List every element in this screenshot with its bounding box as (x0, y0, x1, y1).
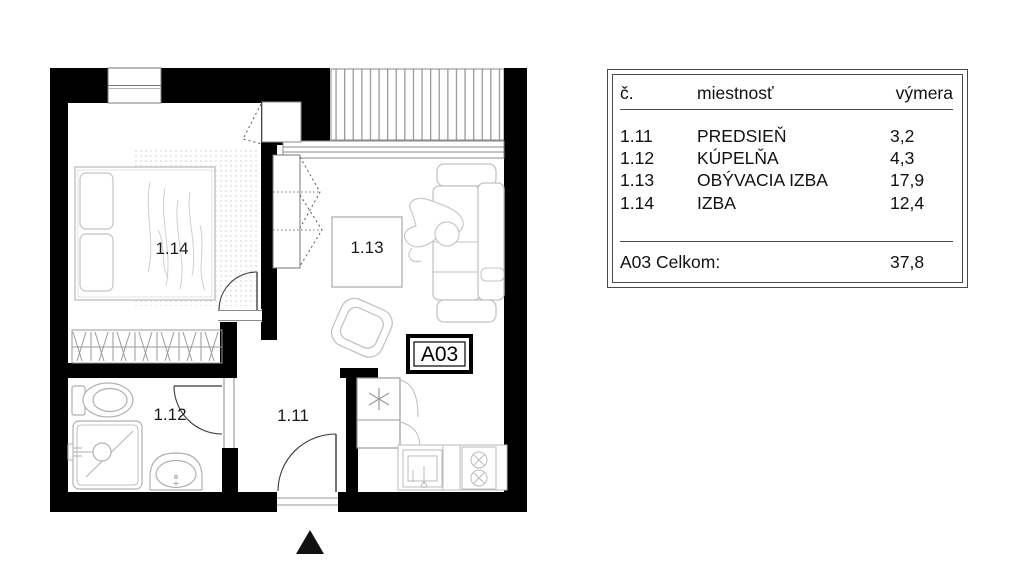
legend-row: 1.14 IZBA 12,4 (620, 192, 953, 214)
room-label-bedroom: 1.14 (155, 239, 188, 258)
bed (74, 166, 216, 301)
legend-table: č. miestnosť výmera 1.11 PREDSIEŇ 3,2 1.… (607, 69, 968, 288)
kitchen-counter (397, 444, 508, 491)
toilet (71, 382, 134, 418)
room-area: 3,2 (890, 126, 915, 146)
coffee-table (331, 216, 403, 288)
bedroom-door (218, 271, 262, 322)
bath-sink (149, 452, 203, 491)
entrance-door (277, 433, 338, 513)
legend-row: 1.11 PREDSIEŇ 3,2 (620, 125, 953, 147)
living-wardrobe (272, 154, 323, 269)
room-label-hall: 1.11 (277, 406, 309, 425)
bedroom-window (107, 67, 162, 104)
pillow (79, 172, 114, 230)
legend-header-area: výmera (895, 83, 953, 103)
room-name: OBÝVACIA IZBA (697, 170, 828, 191)
pillow (79, 233, 114, 292)
wall-hall-kitchen (346, 378, 358, 492)
legend-row: 1.12 KÚPELŇA 4,3 (620, 147, 953, 169)
wall-right (504, 68, 527, 512)
legend-header-no: č. (620, 83, 634, 103)
armchair (330, 297, 393, 358)
room-no: 1.14 (620, 192, 655, 213)
person-figure (404, 197, 464, 263)
kitchen-sink (402, 449, 443, 488)
room-area: 12,4 (890, 192, 925, 213)
legend-header-room: miestnosť (697, 83, 774, 103)
room-no: 1.13 (620, 170, 655, 191)
wall-bath-right-lower (222, 448, 238, 492)
total-label: A03 Celkom: (620, 252, 721, 272)
legend-table-inner: č. miestnosť výmera 1.11 PREDSIEŇ 3,2 1.… (612, 74, 963, 283)
unit-label-box: A03 (406, 334, 473, 374)
legend-total-row: A03 Celkom: 37,8 (620, 241, 953, 273)
wall-kitchen-cap (340, 368, 378, 378)
bedroom-top-door (242, 101, 302, 145)
room-label-living: 1.13 (350, 238, 383, 257)
unit-label: A03 (421, 343, 458, 366)
room-name: PREDSIEŇ (697, 126, 787, 146)
duvet-folds (147, 181, 206, 291)
wall-left (50, 68, 68, 512)
room-no: 1.11 (620, 126, 653, 146)
legend-rows: 1.11 PREDSIEŇ 3,2 1.12 KÚPELŇA 4,3 1.13 … (620, 125, 953, 214)
room-name: IZBA (697, 192, 736, 213)
room-name: KÚPELŇA (697, 148, 779, 169)
bathroom-door (173, 378, 236, 448)
wall-hall-step (220, 322, 237, 378)
room-area: 17,9 (890, 170, 925, 191)
total-value: 37,8 (890, 252, 925, 272)
entrance-arrow-icon (296, 530, 324, 554)
asterisk-icon (368, 388, 390, 410)
balcony-sliding-door (282, 140, 505, 159)
room-label-bath: 1.12 (153, 405, 186, 424)
balcony-decking (330, 68, 505, 141)
room-no: 1.12 (620, 148, 655, 169)
legend-header-row: č. miestnosť výmera (620, 82, 953, 110)
bedroom-wardrobe-strip (71, 329, 223, 364)
legend-row: 1.13 OBÝVACIA IZBA 17,9 (620, 169, 953, 191)
wall-bedroom-bath (50, 363, 222, 378)
kitchen-cabinet (356, 377, 421, 449)
room-area: 4,3 (890, 148, 915, 169)
stove (461, 446, 497, 490)
shower-tap (67, 443, 93, 461)
shower (67, 420, 143, 490)
